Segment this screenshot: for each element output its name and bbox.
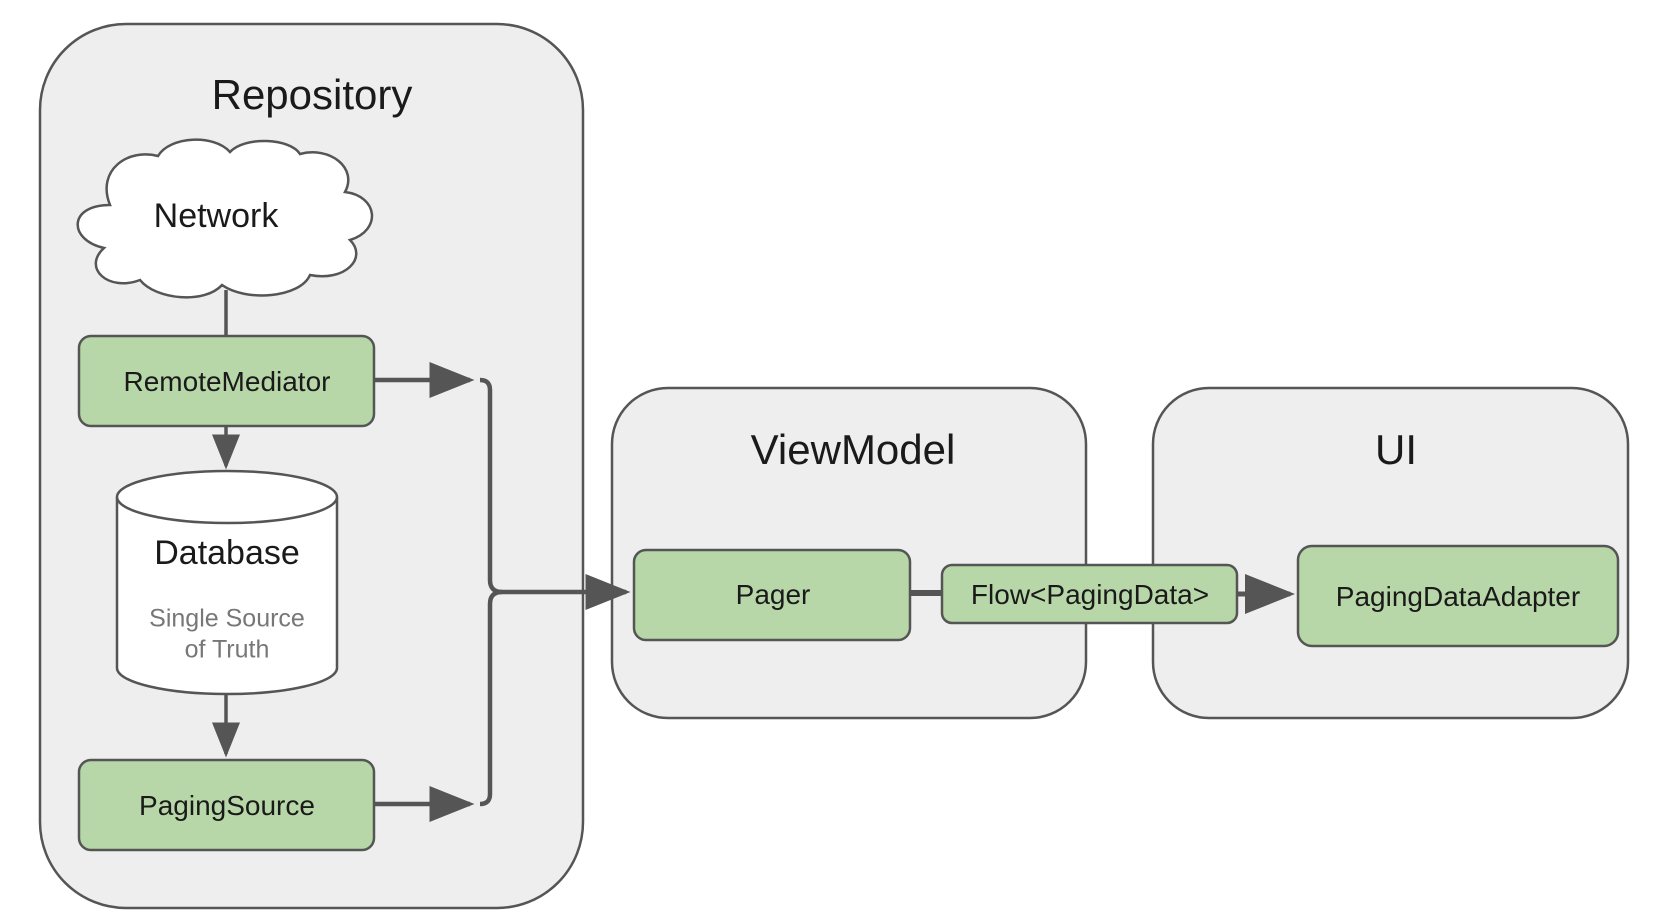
viewmodel-title: ViewModel (750, 426, 956, 473)
merge-bracket (479, 377, 503, 807)
ui-title: UI (1375, 426, 1417, 473)
database-cylinder-top (115, 469, 339, 525)
database-cylinder-body (115, 497, 339, 696)
network-cloud-shape (76, 138, 374, 299)
remotemediator-label: RemoteMediator (123, 366, 331, 397)
database-subtitle-line2: of Truth (184, 635, 270, 664)
pagingdataadapter-box (1296, 544, 1620, 648)
pagingdataadapter-label: PagingDataAdapter (1335, 581, 1581, 612)
pager-label: Pager (735, 579, 811, 610)
repository-title: Repository (211, 71, 413, 118)
database-label: Database (154, 534, 300, 572)
database-subtitle-line1: Single Source (149, 604, 305, 633)
flow-pagingdata-label: Flow<PagingData> (970, 579, 1210, 610)
pagingsource-label: PagingSource (139, 790, 315, 821)
network-label: Network (153, 197, 279, 235)
